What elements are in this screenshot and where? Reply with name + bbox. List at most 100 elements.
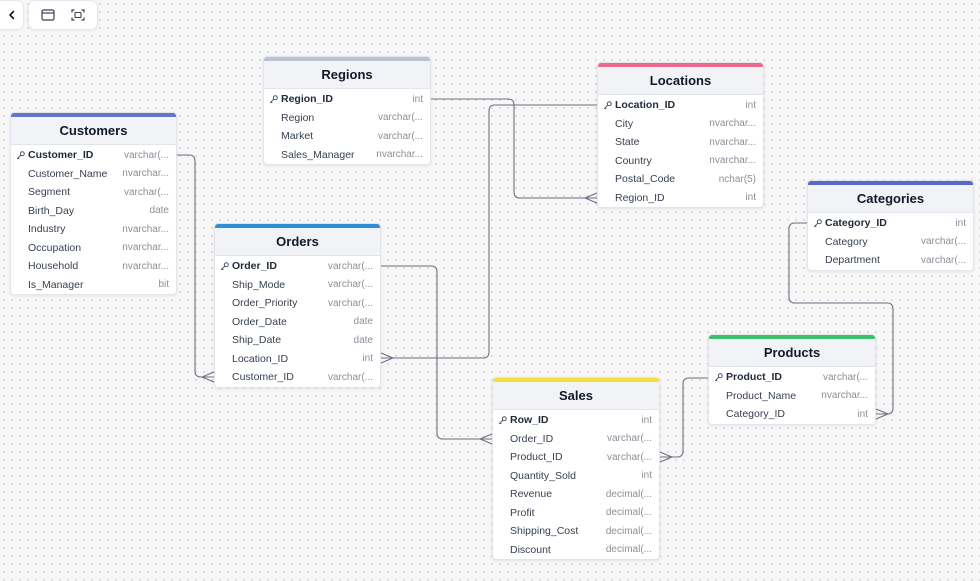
field-type: nvarchar...	[122, 242, 169, 254]
table-color-bar	[264, 57, 430, 61]
table-color-bar	[215, 224, 380, 228]
field-type: bit	[158, 279, 169, 291]
field-name: Customer_ID	[28, 149, 94, 162]
field-type: nchar(5)	[718, 173, 756, 185]
chevron-left-icon	[8, 10, 14, 20]
field-name: Category_ID	[825, 217, 887, 230]
table-color-bar	[598, 63, 763, 67]
field-type: varchar(...	[377, 130, 423, 142]
table-title: Sales	[493, 382, 659, 410]
field-type: nvarchar...	[122, 168, 169, 180]
field-type: varchar(...	[327, 297, 373, 309]
canvas-toolbar	[0, 0, 98, 30]
field-name: Quantity_Sold	[510, 469, 576, 482]
field-type: nvarchar...	[709, 136, 756, 148]
back-button[interactable]	[0, 0, 24, 30]
primary-key-icon	[603, 101, 612, 110]
field-row[interactable]: Location_ID int	[215, 350, 380, 369]
field-name: Segment	[28, 186, 71, 199]
edge-customers-orders	[177, 154, 214, 378]
field-name: Birth_Day	[28, 204, 75, 217]
field-name: Department	[825, 254, 880, 267]
field-type: int	[641, 414, 652, 426]
table-color-bar	[709, 335, 875, 339]
field-type: varchar(...	[377, 112, 423, 124]
field-type: varchar(...	[606, 433, 652, 445]
edge-products-sales	[660, 377, 708, 458]
field-name: Location_ID	[615, 99, 676, 112]
field-name: Revenue	[510, 488, 553, 501]
layout-button[interactable]	[35, 3, 61, 27]
field-name: Category	[825, 235, 868, 248]
field-row[interactable]: Customer_Name nvarchar...	[11, 165, 176, 184]
field-name: Profit	[510, 506, 535, 519]
field-row[interactable]: Quantity_Sold int	[493, 467, 659, 486]
frame-icon	[71, 9, 85, 21]
field-name: Ship_Date	[232, 334, 282, 347]
field-type: decimal(...	[605, 488, 652, 500]
field-row[interactable]: Revenue decimal(...	[493, 485, 659, 504]
crowfoot-locations-region	[584, 192, 598, 204]
field-type: int	[745, 192, 756, 204]
field-name: Household	[28, 260, 79, 273]
field-type: int	[362, 353, 373, 365]
table-color-bar	[11, 113, 176, 117]
field-name: Region_ID	[281, 93, 333, 106]
field-type: int	[641, 470, 652, 482]
crowfoot-sales-product	[659, 451, 673, 463]
field-name: Customer_Name	[28, 167, 108, 180]
edge-orders-sales	[381, 265, 492, 440]
table-title: Regions	[264, 61, 430, 89]
window-icon	[41, 9, 55, 21]
field-name: Discount	[510, 543, 551, 556]
fit-view-button[interactable]	[65, 3, 91, 27]
field-name: Location_ID	[232, 352, 289, 365]
table-title: Products	[709, 339, 875, 367]
field-type: varchar(...	[822, 371, 868, 383]
